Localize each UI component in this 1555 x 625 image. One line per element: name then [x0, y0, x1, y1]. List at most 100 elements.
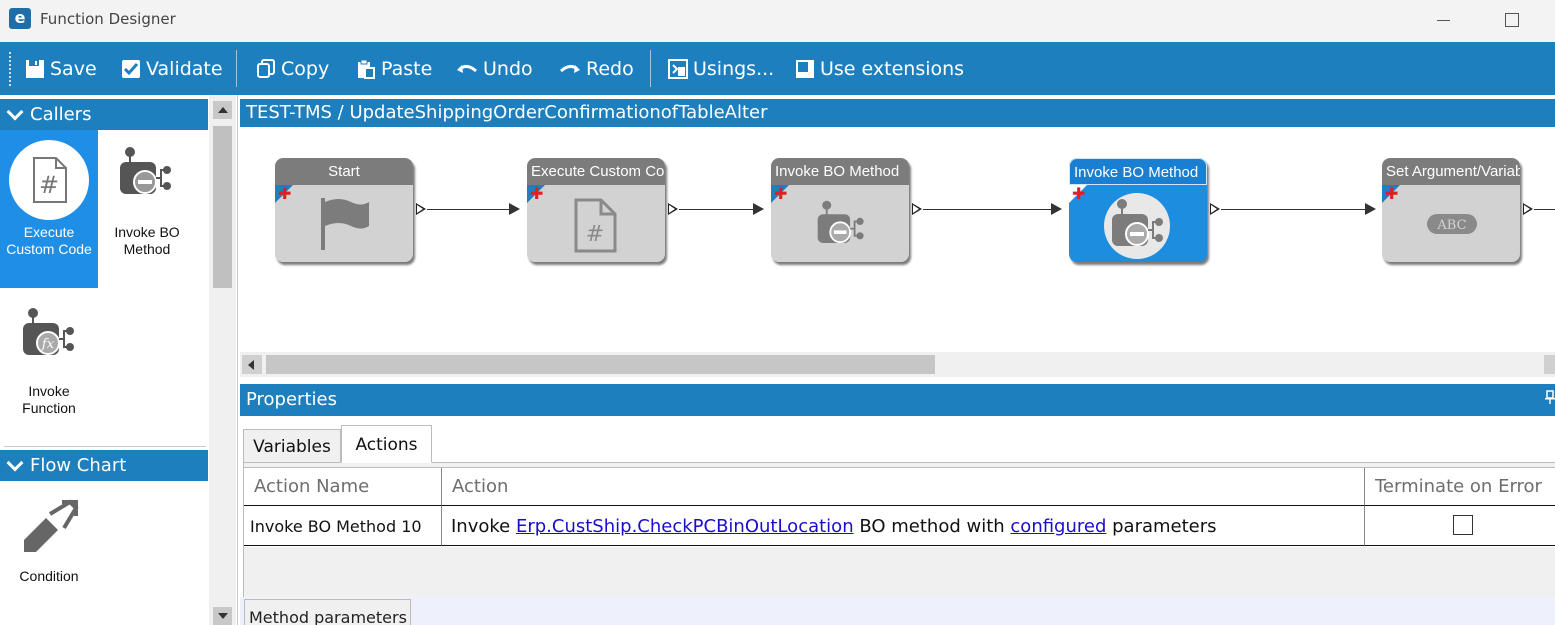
redo-icon: [559, 59, 581, 79]
undo-label: Undo: [483, 57, 533, 80]
flow-node-start[interactable]: Start ✚: [275, 158, 413, 262]
column-header-action-name[interactable]: Action Name: [244, 468, 442, 505]
add-marker-icon[interactable]: ✚: [774, 184, 788, 203]
paste-label: Paste: [381, 57, 433, 80]
tool-label-invoke-function: Invoke Function: [22, 383, 76, 416]
validate-label: Validate: [146, 57, 223, 80]
tab-method-parameters[interactable]: Method parameters: [244, 599, 411, 625]
toolbar-grip-icon[interactable]: [9, 52, 11, 86]
condition-icon: [24, 499, 79, 552]
bo-method-icon: [120, 147, 171, 194]
add-marker-icon[interactable]: ✚: [530, 184, 544, 203]
use-extensions-label: Use extensions: [820, 57, 965, 80]
scroll-down-icon[interactable]: [213, 607, 232, 625]
app-logo-icon: e: [9, 8, 31, 29]
usings-icon: [668, 58, 688, 79]
scroll-up-icon[interactable]: [213, 101, 232, 119]
redo-button[interactable]: Redo: [559, 42, 634, 95]
maximize-icon[interactable]: [1498, 8, 1526, 32]
output-port-icon[interactable]: [1210, 203, 1220, 215]
connector-line: [427, 209, 509, 210]
redo-label: Redo: [586, 57, 634, 80]
cell-action[interactable]: Invoke Erp.CustShip.CheckPCBinOutLocatio…: [442, 505, 1365, 546]
scroll-left-icon[interactable]: [242, 355, 262, 374]
function-icon: fx: [23, 308, 74, 355]
add-marker-icon[interactable]: ✚: [1385, 184, 1399, 203]
callers-section-header[interactable]: Callers: [0, 99, 208, 130]
toolbox-item-condition[interactable]: Condition: [0, 490, 98, 600]
validate-button[interactable]: Validate: [121, 42, 223, 95]
canvas-horizontal-scrollbar[interactable]: [240, 352, 1555, 377]
title-bar: e Function Designer: [0, 0, 1555, 42]
flow-chart-section-header[interactable]: Flow Chart: [0, 450, 208, 481]
toolbox-item-execute-custom-code[interactable]: # Execute Custom Code: [0, 130, 98, 288]
connector-line: [1221, 209, 1365, 210]
usings-label: Usings...: [693, 57, 775, 80]
scrollbar-thumb[interactable]: [213, 126, 232, 288]
connector-line: [1534, 209, 1555, 210]
tool-label-condition: Condition: [19, 568, 79, 584]
node-corner-marker: [527, 185, 545, 203]
pin-icon[interactable]: [1545, 389, 1555, 404]
flow-node-invoke-bo-method-selected[interactable]: Invoke BO Method ✚: [1069, 158, 1207, 262]
flow-breadcrumb: TEST-TMS / UpdateShippingOrderConfirmati…: [240, 99, 1555, 127]
column-header-terminate-on-error[interactable]: Terminate on Error: [1365, 468, 1555, 505]
node-corner-marker: [1069, 185, 1087, 203]
svg-text:#: #: [586, 222, 604, 247]
tool-label-invoke-bo-method: Invoke BO Method: [114, 224, 180, 257]
chevron-down-icon: [8, 459, 22, 473]
copy-icon: [256, 58, 276, 79]
node-title: Start: [275, 158, 413, 185]
toolbox-scrollbar[interactable]: [209, 95, 236, 625]
action-text-middle: BO method with: [853, 516, 1011, 537]
flow-chart-label: Flow Chart: [30, 455, 127, 476]
scroll-right-icon[interactable]: [1544, 355, 1555, 374]
flag-icon: [321, 198, 369, 250]
cell-action-name[interactable]: Invoke BO Method 10: [244, 505, 442, 546]
arrow-right-icon: [753, 203, 764, 215]
minimize-icon[interactable]: [1430, 8, 1458, 32]
use-extensions-button[interactable]: Use extensions: [795, 42, 964, 95]
tab-actions[interactable]: Actions: [341, 425, 432, 463]
output-port-icon[interactable]: [416, 203, 426, 215]
scrollbar-thumb[interactable]: [266, 355, 935, 374]
checkbox-check-icon: [121, 59, 141, 79]
undo-button[interactable]: Undo: [456, 42, 533, 95]
bo-method-link[interactable]: Erp.CustShip.CheckPCBinOutLocation: [515, 516, 854, 537]
usings-button[interactable]: Usings...: [668, 42, 774, 95]
paste-button[interactable]: Paste: [356, 42, 432, 95]
output-port-icon[interactable]: [1523, 203, 1533, 215]
bottom-tab-strip: [240, 597, 1555, 625]
add-marker-icon[interactable]: ✚: [278, 184, 292, 203]
node-corner-marker: [1382, 185, 1400, 203]
tab-variables[interactable]: Variables: [243, 429, 341, 463]
add-marker-icon[interactable]: ✚: [1072, 184, 1086, 203]
configured-parameters-link[interactable]: configured: [1010, 516, 1107, 537]
save-button[interactable]: Save: [25, 42, 97, 95]
action-text-suffix: parameters: [1106, 516, 1217, 537]
flow-node-execute-custom-code[interactable]: Execute Custom Code ✚ #: [527, 158, 665, 262]
chevron-down-icon: [8, 108, 22, 122]
toolbar-separator: [650, 50, 651, 87]
node-title: Invoke BO Method: [1069, 158, 1207, 185]
action-text-prefix: Invoke: [451, 516, 516, 537]
flow-node-invoke-bo-method[interactable]: Invoke BO Method ✚: [771, 158, 909, 262]
section-divider: [4, 446, 206, 447]
node-title: Set Argument/Variable: [1382, 158, 1520, 185]
toolbox-item-invoke-bo-method[interactable]: Invoke BO Method: [98, 130, 196, 288]
arrow-right-icon: [1051, 203, 1062, 215]
flow-canvas[interactable]: Start ✚ Execute Custom Code ✚ #: [240, 127, 1555, 352]
grid-empty-area: [244, 547, 1555, 597]
bo-method-icon: [817, 200, 864, 243]
output-port-icon[interactable]: [912, 203, 922, 215]
toolbar-separator: [236, 50, 237, 87]
node-title: Invoke BO Method: [771, 158, 909, 185]
column-header-action[interactable]: Action: [442, 468, 1365, 505]
copy-button[interactable]: Copy: [256, 42, 329, 95]
terminate-on-error-checkbox[interactable]: [1453, 515, 1473, 535]
toolbox-item-invoke-function[interactable]: fx Invoke Function: [0, 295, 98, 420]
output-port-icon[interactable]: [668, 203, 678, 215]
svg-text:fx: fx: [41, 337, 55, 352]
flow-node-set-argument-variable[interactable]: Set Argument/Variable ✚ ABC: [1382, 158, 1520, 262]
